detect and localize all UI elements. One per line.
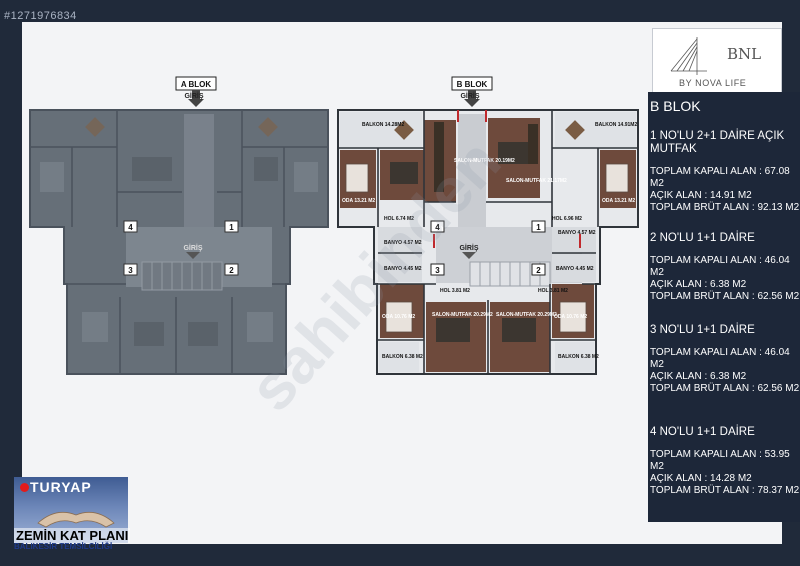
b-block-plan — [337, 109, 639, 375]
room-balkon-1: BALKON 14.28M2 — [362, 122, 404, 128]
room-oda-1: ODA 13.21 M2 — [342, 198, 375, 204]
a-inner-entrance: GİRİŞ — [183, 244, 202, 252]
a-block-marker — [175, 76, 217, 107]
room-banyo-2: BANYO 4.57 M2 — [558, 230, 596, 236]
unit-open-area: AÇIK ALAN : 14.91 M2 — [650, 190, 752, 201]
b-unit-4: 4 — [435, 223, 440, 232]
agency-office: BALIKESİR TEMSİLCİLİĞİ — [14, 542, 113, 551]
room-salon-2: SALON-MUTFAK 21.17M2 — [506, 178, 567, 184]
b-block-info-panel: B BLOK 1 NO'LU 2+1 DAİRE AÇIK MUTFAK TOP… — [648, 92, 800, 522]
a-unit-1: 1 — [229, 223, 234, 232]
unit-closed-area: TOPLAM KAPALI ALAN : 46.04 M2 — [650, 255, 790, 278]
unit-name: 3 NO'LU 1+1 DAİRE — [650, 324, 755, 336]
b-unit-1: 1 — [536, 223, 541, 232]
room-oda-2: ODA 13.21 M2 — [602, 198, 635, 204]
a-unit-2: 2 — [229, 266, 234, 275]
bridge-logo-icon — [670, 37, 707, 75]
unit-open-area: AÇIK ALAN : 6.38 M2 — [650, 371, 747, 382]
unit-closed-area: TOPLAM KAPALI ALAN : 53.95 M2 — [650, 449, 790, 472]
brand-tagline: BY NOVA LIFE — [679, 78, 747, 88]
b-block-marker — [451, 76, 493, 107]
unit-info-3: 3 NO'LU 1+1 DAİRE TOPLAM KAPALI ALAN : 4… — [650, 324, 800, 395]
brand-name: BNL — [727, 45, 762, 63]
room-salon-4: SALON-MUTFAK 20.29M2 — [496, 312, 557, 318]
unit-gross-area: TOPLAM BRÜT ALAN : 92.13 M2 — [650, 202, 800, 213]
room-hol-1: HOL 6.74 M2 — [384, 216, 414, 222]
room-banyo-4: BANYO 4.45 M2 — [556, 266, 594, 272]
listing-id: #1271976834 — [4, 10, 77, 22]
room-salon-1: SALON-MUTFAK 20.19M2 — [454, 158, 515, 164]
room-hol-3: HOL 3.81 M2 — [440, 288, 470, 294]
unit-info-4: 4 NO'LU 1+1 DAİRE TOPLAM KAPALI ALAN : 5… — [650, 426, 800, 497]
agency-dot-icon — [20, 483, 29, 492]
room-hol-4: HOL 3.81 M2 — [538, 288, 568, 294]
unit-open-area: AÇIK ALAN : 6.38 M2 — [650, 279, 747, 290]
unit-gross-area: TOPLAM BRÜT ALAN : 62.56 M2 — [650, 383, 800, 394]
room-hol-2: HOL 6.96 M2 — [552, 216, 582, 222]
room-oda-4: ODA 10.76 M2 — [554, 314, 587, 320]
unit-name: 1 NO'LU 2+1 DAİRE AÇIK MUTFAK — [650, 130, 785, 155]
unit-info-2: 2 NO'LU 1+1 DAİRE TOPLAM KAPALI ALAN : 4… — [650, 232, 800, 303]
unit-info-1: 1 NO'LU 2+1 DAİRE AÇIK MUTFAK TOPLAM KAP… — [650, 130, 800, 214]
unit-name: 2 NO'LU 1+1 DAİRE — [650, 232, 755, 244]
b-unit-2: 2 — [536, 266, 541, 275]
room-banyo-1: BANYO 4.57 M2 — [384, 240, 422, 246]
a-block-label: A BLOK — [181, 80, 212, 89]
plan-title: ZEMİN KAT PLANI — [14, 528, 131, 543]
a-unit-4: 4 — [128, 223, 133, 232]
info-block-title: B BLOK — [650, 98, 701, 114]
a-block-plan — [29, 109, 329, 375]
agency-name: TURYAP — [30, 479, 92, 495]
b-unit-3: 3 — [435, 266, 440, 275]
room-balkon-3: BALKON 6.38 M2 — [382, 354, 423, 360]
floor-plan-drawing: A BLOK GİRİŞ B BLOK GİRİŞ GİRİŞ GİRİŞ BA… — [29, 76, 639, 375]
room-balkon-2: BALKON 14.91M2 — [595, 122, 637, 128]
a-unit-3: 3 — [128, 266, 133, 275]
unit-gross-area: TOPLAM BRÜT ALAN : 78.37 M2 — [650, 485, 800, 496]
b-block-entrance: GİRİŞ — [460, 92, 479, 100]
unit-gross-area: TOPLAM BRÜT ALAN : 62.56 M2 — [650, 291, 800, 302]
room-banyo-3: BANYO 4.45 M2 — [384, 266, 422, 272]
unit-closed-area: TOPLAM KAPALI ALAN : 67.08 M2 — [650, 166, 790, 189]
unit-open-area: AÇIK ALAN : 14.28 M2 — [650, 473, 752, 484]
unit-name: 4 NO'LU 1+1 DAİRE — [650, 426, 755, 438]
room-salon-3: SALON-MUTFAK 20.29M2 — [432, 312, 493, 318]
b-inner-entrance: GİRİŞ — [459, 244, 478, 252]
handshake-icon — [37, 511, 115, 528]
unit-closed-area: TOPLAM KAPALI ALAN : 46.04 M2 — [650, 347, 790, 370]
b-block-label: B BLOK — [457, 80, 488, 89]
room-oda-3: ODA 10.76 M2 — [382, 314, 415, 320]
a-block-entrance: GİRİŞ — [184, 92, 203, 100]
room-balkon-4: BALKON 6.38 M2 — [558, 354, 599, 360]
